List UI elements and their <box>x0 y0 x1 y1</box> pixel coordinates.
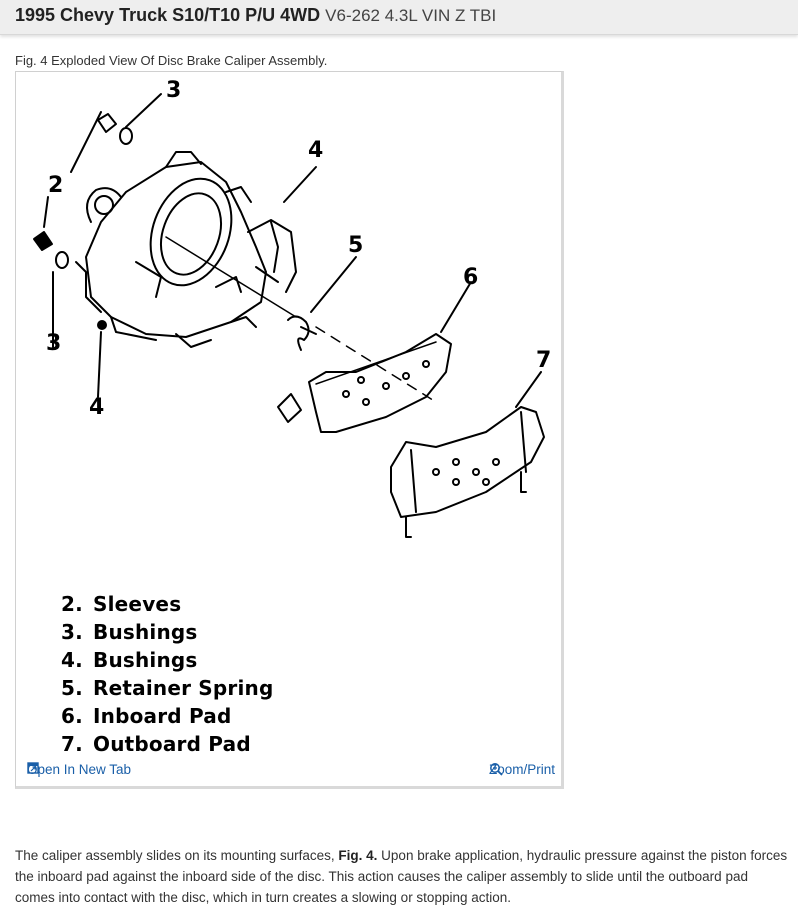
callout-4-right: 4 <box>308 138 323 163</box>
legend-item: 6.Inboard Pad <box>61 704 232 728</box>
callout-3-top: 3 <box>166 78 181 103</box>
legend-item: 5.Retainer Spring <box>61 676 274 700</box>
callout-4-bottom: 4 <box>89 395 104 420</box>
callout-6: 6 <box>463 265 478 290</box>
zoom-print-link[interactable]: Zoom/Print <box>489 762 555 777</box>
description-paragraph: The caliper assembly slides on its mount… <box>15 848 788 905</box>
zoom-icon <box>490 763 503 776</box>
figure-footer: Open In New Tab Zoom/Print <box>16 760 561 784</box>
legend-item: 7.Outboard Pad <box>61 732 251 756</box>
vehicle-title: 1995 Chevy Truck S10/T10 P/U 4WD <box>15 5 321 25</box>
callout-3-bottom: 3 <box>46 331 61 356</box>
caliper-diagram[interactable]: 3 4 2 5 6 7 3 4 <box>16 72 561 582</box>
legend-item: 3.Bushings <box>61 620 198 644</box>
zoom-print-label: Zoom/Print <box>488 762 555 777</box>
engine-subtitle: V6-262 4.3L VIN Z TBI <box>325 6 497 25</box>
callout-2: 2 <box>48 173 63 198</box>
open-in-new-tab-link[interactable]: Open In New Tab <box>27 762 131 777</box>
figure-reference: Fig. 4. <box>338 848 378 863</box>
open-tab-icon <box>27 762 39 774</box>
legend-item: 4.Bushings <box>61 648 198 672</box>
callout-7: 7 <box>536 348 551 373</box>
parts-legend: 2.Sleeves 3.Bushings 4.Bushings 5.Retain… <box>61 590 274 758</box>
figure-container: 3 4 2 5 6 7 3 4 2.Sleeves 3.Bushings 4.B… <box>15 71 564 789</box>
page-title: 1995 Chevy Truck S10/T10 P/U 4WD V6-262 … <box>15 5 496 26</box>
callout-5: 5 <box>348 233 363 258</box>
open-in-new-tab-label: Open In New Tab <box>27 762 132 777</box>
figure-caption: Fig. 4 Exploded View Of Disc Brake Calip… <box>15 53 328 68</box>
page-header: 1995 Chevy Truck S10/T10 P/U 4WD V6-262 … <box>0 0 798 35</box>
legend-item: 2.Sleeves <box>61 592 182 616</box>
